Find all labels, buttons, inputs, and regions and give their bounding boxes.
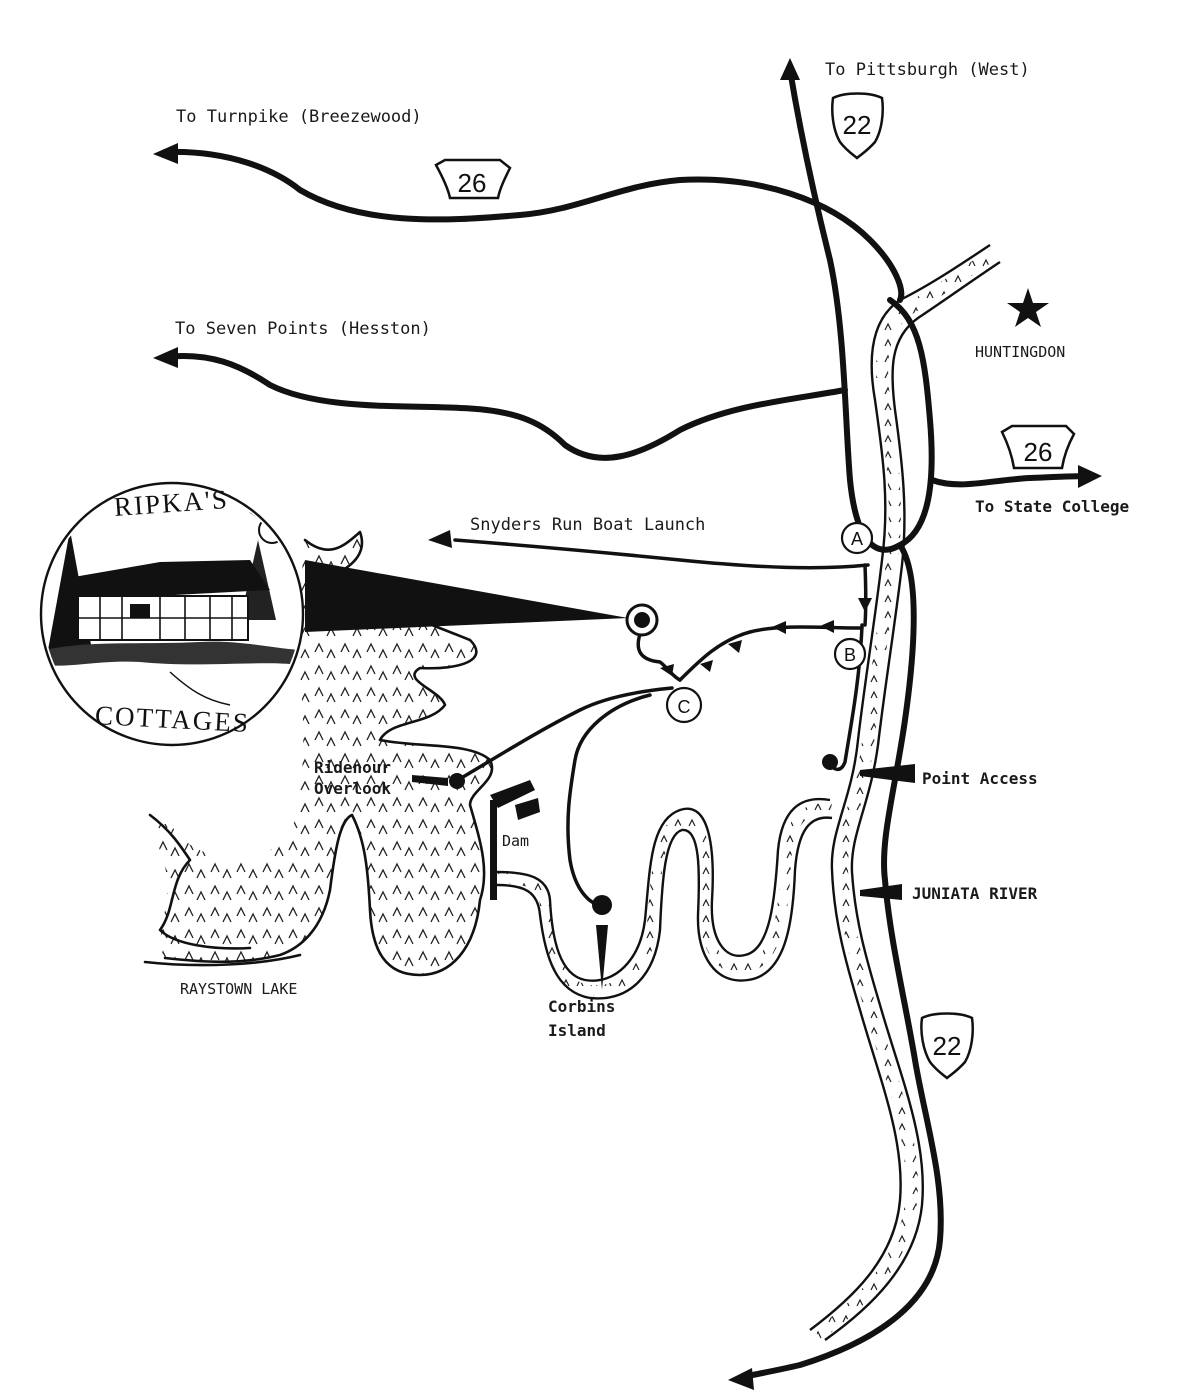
road-to-corbins	[566, 693, 652, 907]
to-seven-points-label: To Seven Points (Hesston)	[175, 319, 431, 339]
route-arrow-cottage	[660, 664, 674, 676]
pa-26-east-number: 26	[1024, 437, 1053, 467]
direction-arrows-b-c	[700, 620, 834, 672]
ridenour-label-line1: Ridenour	[314, 758, 391, 777]
point-access-label: Point Access	[922, 769, 1038, 788]
raystown-lake-label: RAYSTOWN LAKE	[180, 980, 297, 998]
pa-26-west-arrow	[153, 143, 178, 164]
snyders-run-launch-marker	[428, 530, 452, 548]
seven-points-road	[162, 352, 848, 461]
point-access-dot	[822, 754, 838, 770]
corbins-label-line2: Island	[548, 1021, 606, 1040]
to-pittsburgh-label: To Pittsburgh (West)	[825, 60, 1030, 80]
star-icon	[1007, 288, 1049, 327]
road-to-ridenour	[456, 686, 674, 782]
waypoint-b: B	[833, 637, 867, 671]
waypoint-c: C	[665, 686, 703, 724]
pa-26-west-shield: 26	[434, 158, 512, 200]
ridenour-pointer	[412, 775, 448, 786]
route-arrow-a-b	[858, 598, 872, 612]
huntingdon-label: HUNTINGDON	[975, 343, 1065, 361]
point-access-pointer	[860, 764, 915, 783]
ridenour-overlook-point	[449, 773, 465, 789]
us-22-north-arrow	[780, 58, 800, 80]
snyders-run-road	[453, 538, 870, 570]
waypoint-b-label: B	[844, 645, 856, 665]
pa-26-west-road	[162, 148, 905, 303]
us-22-south-shield: 22	[920, 1012, 974, 1080]
waypoint-a-label: A	[851, 529, 863, 549]
us-22-north-number: 22	[843, 110, 872, 140]
pa-26-west-number: 26	[458, 168, 487, 198]
cottage-callout-beam	[305, 560, 628, 632]
us-22-south-number: 22	[933, 1031, 962, 1061]
ripkas-cottages-logo: RIPKA'S COTTAGES	[39, 481, 305, 747]
juniata-river-label: JUNIATA RIVER	[912, 884, 1038, 903]
us-22-north-shield: 22	[831, 92, 884, 160]
us-22-road	[737, 67, 944, 1381]
route-to-cottage	[636, 632, 682, 682]
to-turnpike-label: To Turnpike (Breezewood)	[176, 107, 422, 127]
juniata-river-pointer	[860, 884, 902, 900]
to-state-college-label: To State College	[975, 497, 1129, 516]
waypoint-a: A	[840, 521, 874, 555]
raystown-branch-river	[496, 797, 833, 1000]
juniata-river	[809, 244, 1001, 1341]
target-circle-icon	[625, 603, 659, 637]
corbins-island-point	[592, 895, 612, 915]
route-a-to-b	[863, 563, 868, 627]
us-22-south-arrow	[728, 1368, 754, 1390]
corbins-pointer	[596, 925, 608, 990]
pa-26-east-road	[929, 473, 1093, 488]
waypoint-c-label: C	[678, 697, 691, 717]
snyders-run-label: Snyders Run Boat Launch	[470, 515, 705, 535]
dam	[490, 780, 540, 900]
seven-points-arrow	[153, 347, 178, 368]
raystown-lake	[143, 530, 494, 977]
corbins-label-line1: Corbins	[548, 997, 615, 1016]
ridenour-label-line2: Overlook	[314, 779, 391, 798]
pa-26-east-shield: 26	[1000, 424, 1076, 470]
dam-label: Dam	[502, 832, 529, 850]
pa-26-east-arrow	[1078, 465, 1102, 488]
